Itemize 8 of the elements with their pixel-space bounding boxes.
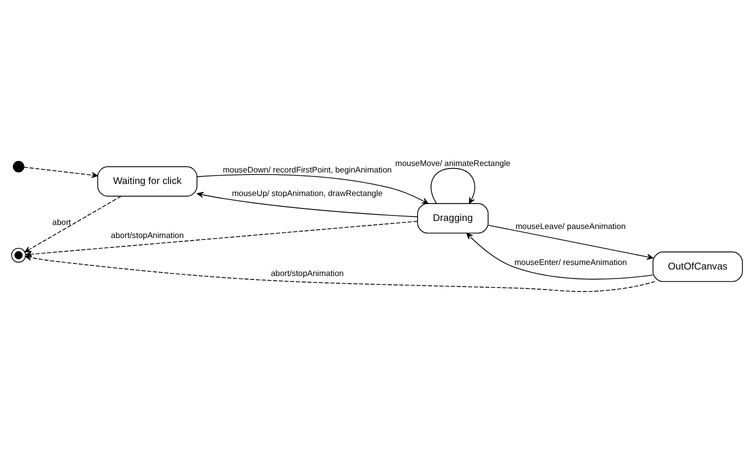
edge-label: mouseMove/ animateRectangle: [395, 158, 510, 168]
edge-label: mouseUp/ stopAnimation, drawRectangle: [232, 188, 383, 198]
edge-label: abort/stopAnimation: [110, 230, 184, 240]
edge-label: mouseLeave/ pauseAnimation: [515, 222, 626, 230]
edge-label: mouseEnter/ resumeAnimation: [514, 258, 627, 267]
edge-label: abort: [52, 217, 71, 226]
edge-label: mouseDown/ recordFirstPoint, beginAnimation: [222, 164, 392, 174]
edge-label: abort/stopAnimation: [270, 268, 344, 278]
